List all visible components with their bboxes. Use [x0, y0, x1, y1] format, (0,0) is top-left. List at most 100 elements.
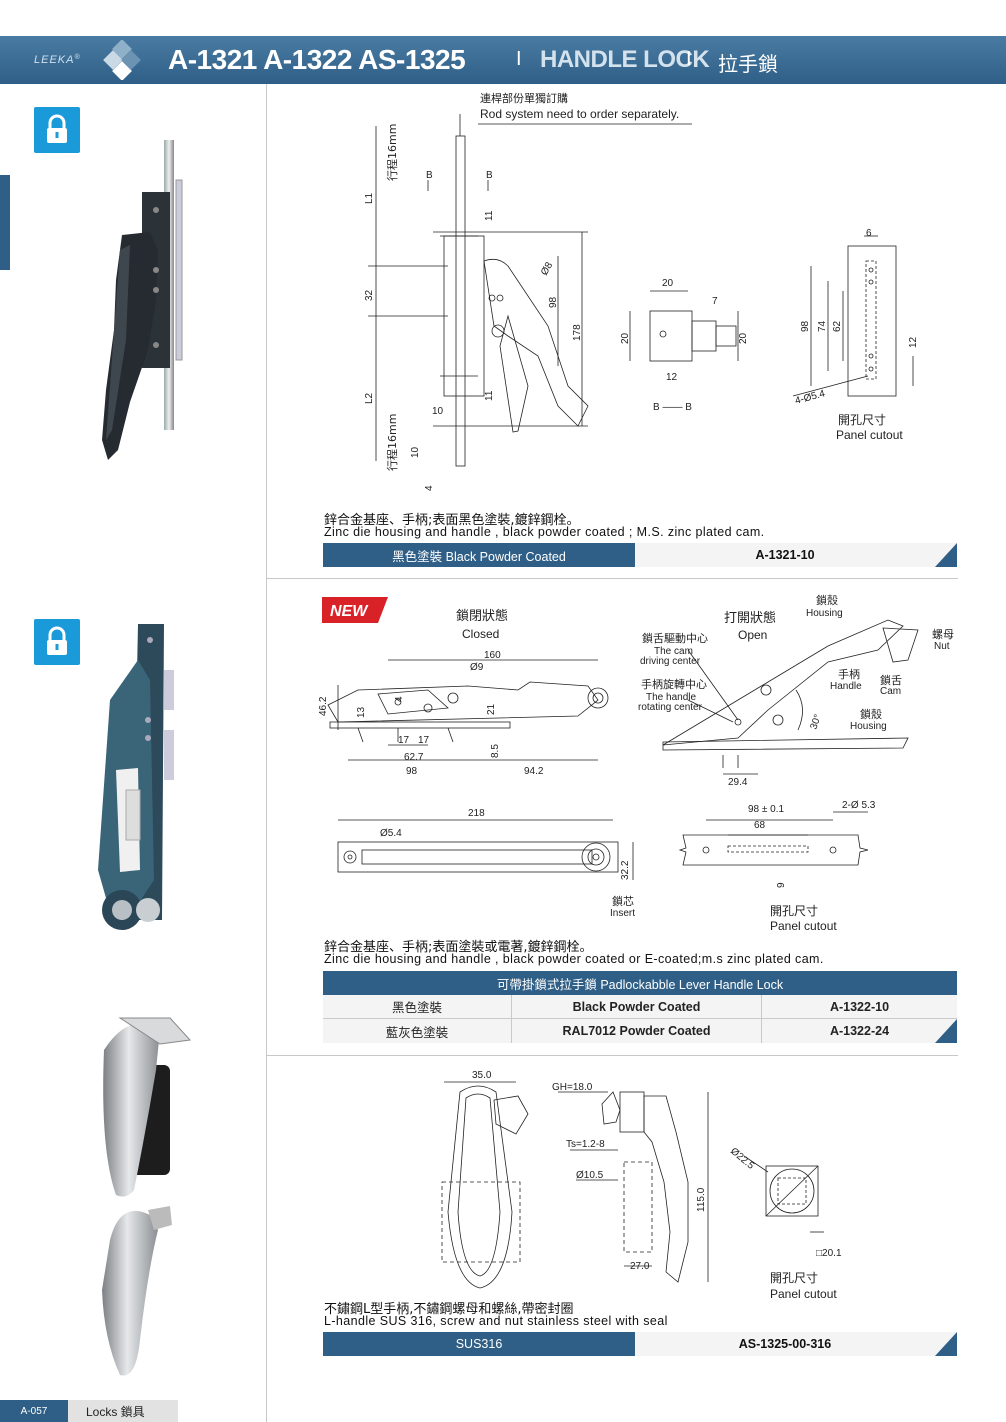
finish-zh-cell: 黑色塗裝 [391, 1000, 442, 1015]
dim-20: 20 [620, 332, 631, 344]
housing-label-en: Housing [850, 721, 887, 732]
dim-32: 32 [364, 289, 375, 301]
cut-dim-holes: 2-Ø 5.3 [842, 800, 876, 811]
finish-en-cell: Black Powder Coated [511, 995, 761, 1018]
cutout-label-zh: 開孔尺寸 [838, 413, 886, 427]
dim-27: 27.0 [630, 1261, 650, 1272]
section-bb-label: B —— B [653, 402, 692, 413]
material-cell: SUS316 [323, 1332, 635, 1356]
cam-center-en: The cam [654, 646, 693, 657]
section-divider [266, 578, 958, 579]
section-label: Locks 鎖具 [68, 1400, 178, 1422]
a1322-spec-table: 可帶掛鎖式拉手鎖 Padlockabble Lever Handle Lock … [323, 971, 957, 1043]
dim-35: 35.0 [472, 1070, 492, 1081]
dim-32-2: 32.2 [620, 860, 631, 880]
dim-17: 17 [418, 735, 430, 746]
handle-center-en: The handle [646, 692, 696, 703]
category-title-en: HANDLE LOCK [540, 46, 710, 73]
dim-98: 98 [406, 766, 418, 777]
housing-label-en: Housing [806, 608, 843, 619]
code-cell: AS-1325-00-316 [635, 1332, 935, 1356]
dim-4: 4 [394, 696, 405, 702]
as1325-product-photo [102, 1017, 192, 1376]
closed-label-zh: 鎖閉狀態 [456, 608, 508, 624]
finish-en-cell: RAL7012 Powder Coated [511, 1019, 761, 1043]
dim-l2: L2 [364, 392, 375, 404]
dim-20: 20 [738, 332, 749, 344]
as1325-description-en: L-handle SUS 316, screw and nut stainles… [324, 1314, 668, 1328]
cutout-label-en: Panel cutout [836, 428, 903, 442]
dim-10: 10 [410, 446, 421, 458]
table-row: 黑色塗裝 Black Powder Coated A-1321-10 [323, 543, 957, 567]
a1321-description-en: Zinc die housing and handle , black powd… [324, 525, 765, 539]
a1322-description-zh: 鋅合金基座、手柄;表面塗裝或電著,鍍鋅鋼栓。 [324, 940, 593, 955]
corner-accent [935, 543, 957, 567]
dim-74: 74 [817, 320, 828, 332]
dim-10: 10 [432, 406, 444, 417]
stroke-label-bottom: 行程16mm [386, 414, 399, 471]
dim-square-20-1: □20.1 [816, 1248, 842, 1259]
dim-62: 62 [832, 320, 843, 332]
dim-218: 218 [468, 808, 485, 819]
dim-11: 11 [484, 210, 495, 221]
handle-label-en: Handle [830, 681, 862, 692]
dim-98: 98 [548, 296, 559, 308]
dim-29-4: 29.4 [728, 777, 748, 788]
code-cell: A-1322-10 [761, 995, 957, 1018]
cut-dim-68: 68 [754, 820, 766, 831]
insert-label-en: Insert [610, 908, 635, 919]
section-mark-b: B [486, 170, 493, 181]
svg-text:NEW: NEW [330, 603, 369, 620]
dim-diameter-8: Ø8 [539, 260, 555, 277]
dim-13: 13 [356, 706, 367, 718]
dim-ts: Ts=1.2-8 [566, 1139, 605, 1150]
cutout-label-zh: 開孔尺寸 [770, 1271, 818, 1285]
finish-zh-cell: 藍灰色塗裝 [385, 1024, 449, 1040]
rod-note-en: Rod system need to order separately. [480, 107, 679, 121]
lock-icon [34, 619, 80, 665]
as1325-technical-drawing: 35.0 GH=18.0 Ts=1.2-8 Ø10.5 115.0 27.0 Ø… [441, 1070, 842, 1301]
brand-diamond-icon [103, 40, 141, 80]
dim-46-2: 46.2 [318, 696, 329, 716]
handle-center-en-2: rotating center [638, 702, 703, 713]
a1321-product-photo [102, 140, 183, 460]
nut-label-en: Nut [934, 641, 950, 652]
title-separator: I [516, 48, 522, 70]
page-number: A-057 [0, 1400, 68, 1422]
column-divider [266, 84, 267, 1422]
as1325-description-zh: 不鏽鋼L型手柄,不鏽鋼螺母和螺絲,帶密封圈 [324, 1302, 574, 1317]
lock-icon [34, 107, 80, 153]
dim-94-2: 94.2 [524, 766, 544, 777]
dim-7: 7 [712, 296, 718, 307]
dim-holes: 4-Ø5.4 [794, 388, 827, 407]
handle-label-zh: 手柄 [838, 667, 860, 681]
open-label-zh: 打開狀態 [724, 610, 776, 626]
a1322-description-en: Zinc die housing and handle , black powd… [324, 952, 824, 966]
dim-diameter-9: Ø9 [470, 662, 484, 673]
dim-62-7: 62.7 [404, 752, 424, 763]
page-header: LEEKA® A-1321 A-1322 AS-1325 I HANDLE LO… [0, 36, 1006, 84]
code-cell: A-1322-24 [761, 1019, 957, 1043]
cutout-label-en: Panel cutout [770, 1287, 837, 1301]
dim-21: 21 [486, 703, 497, 715]
cam-label-zh: 鎖舌 [880, 673, 902, 687]
section-mark-b: B [426, 170, 433, 181]
dim-l1: L1 [364, 192, 375, 204]
finish-cell: 黑色塗裝 Black Powder Coated [323, 543, 635, 567]
dim-diameter-5-4: Ø5.4 [380, 828, 402, 839]
dim-30-deg: 30° [808, 713, 824, 731]
dim-160: 160 [484, 650, 501, 661]
cam-center-zh: 鎖舌驅動中心 [642, 631, 708, 645]
dim-8-5: 8.5 [490, 744, 501, 758]
dim-6: 6 [866, 228, 872, 239]
cutout-label-en: Panel cutout [770, 919, 837, 933]
housing-label-zh: 鎖殼 [860, 707, 882, 721]
dim-98: 98 [800, 320, 811, 332]
category-title-zh: 拉手鎖 [718, 54, 778, 76]
table-row: 黑色塗裝 Black Powder Coated A-1322-10 [323, 995, 957, 1019]
a1321-technical-drawing: 連桿部份單獨訂購 Rod system need to order separa… [364, 91, 919, 491]
handle-center-zh: 手柄旋轉中心 [641, 677, 707, 691]
cam-center-en-2: driving center [640, 656, 701, 667]
a1321-description-zh: 鋅合金基座、手柄;表面黑色塗裝,鍍鋅鋼栓。 [324, 513, 580, 528]
corner-accent [935, 1332, 957, 1356]
